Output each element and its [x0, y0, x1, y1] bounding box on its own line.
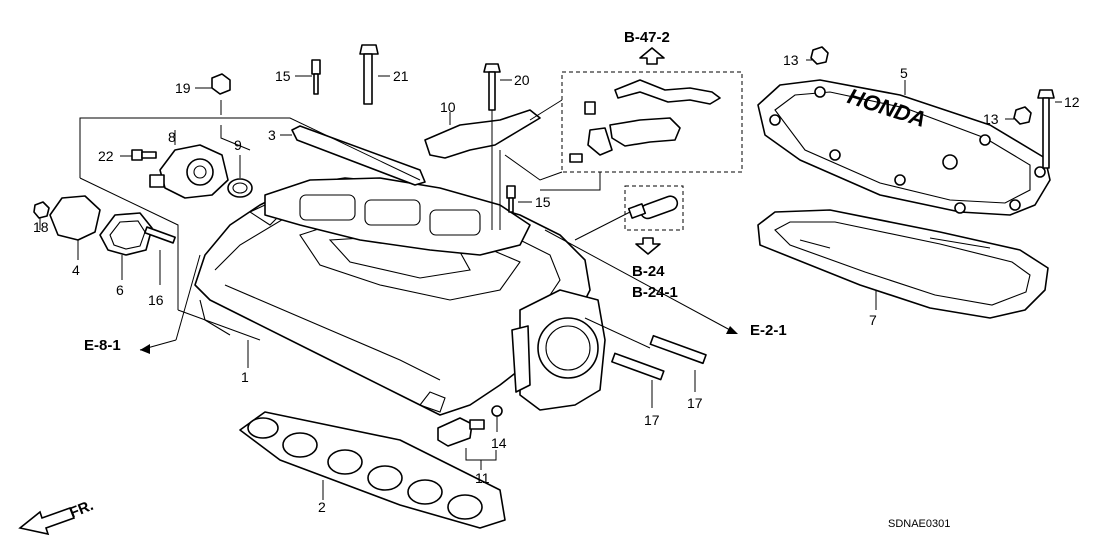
down-arrow-b-24 — [635, 237, 661, 255]
nut-13-upper — [810, 46, 829, 65]
label-part-16: 16 — [148, 292, 164, 308]
label-part-13-upper: 13 — [783, 52, 799, 68]
label-part-4: 4 — [72, 262, 80, 278]
bolt-21 — [359, 44, 379, 105]
manifold-stay — [291, 125, 426, 186]
detail-box-b-24 — [624, 185, 684, 231]
up-arrow-b-47-2 — [639, 47, 665, 65]
diagram-code: SDNAE0301 — [888, 518, 950, 530]
stud-17-b — [649, 334, 707, 365]
label-part-1: 1 — [241, 369, 249, 385]
port-cover — [49, 195, 101, 241]
label-part-2: 2 — [318, 499, 326, 515]
label-part-7: 7 — [869, 312, 877, 328]
ref-b-24-1: B-24-1 — [632, 284, 678, 301]
label-part-8: 8 — [168, 129, 176, 145]
bolt-18 — [33, 201, 50, 219]
o-ring-14 — [491, 405, 503, 417]
throttle-body — [511, 289, 606, 411]
ref-b-47-2: B-47-2 — [624, 29, 670, 46]
label-part-6: 6 — [116, 282, 124, 298]
intake-actuator — [149, 144, 229, 199]
map-sensor — [437, 417, 485, 447]
connector-fitting — [627, 195, 679, 220]
label-part-18: 18 — [33, 219, 49, 235]
o-ring-9 — [227, 178, 253, 198]
label-part-15-lower: 15 — [535, 194, 551, 210]
stud-17-a — [611, 352, 665, 381]
label-part-13-lower: 13 — [983, 111, 999, 127]
label-part-5: 5 — [900, 65, 908, 81]
label-part-19: 19 — [175, 80, 191, 96]
nut-19 — [211, 73, 231, 95]
stud-16 — [144, 226, 176, 244]
upper-runner-flange — [264, 177, 531, 256]
bolt-12 — [1037, 89, 1055, 169]
harness-bracket — [424, 109, 541, 159]
label-part-22: 22 — [98, 148, 114, 164]
bolt-15-upper — [311, 59, 321, 95]
label-part-20: 20 — [514, 72, 530, 88]
ref-e-2-1: E-2-1 — [750, 322, 787, 339]
label-part-11: 11 — [475, 470, 490, 486]
label-part-10: 10 — [440, 99, 456, 115]
label-part-17-a: 17 — [644, 412, 660, 428]
label-part-17-b: 17 — [687, 395, 703, 411]
label-part-9: 9 — [234, 137, 242, 153]
label-part-15-upper: 15 — [275, 68, 291, 84]
bolt-22 — [131, 149, 157, 161]
ref-e-8-1: E-8-1 — [84, 337, 121, 354]
bolt-20 — [483, 63, 501, 111]
label-part-3: 3 — [268, 127, 276, 143]
bolt-15-lower — [506, 185, 516, 213]
ref-b-24: B-24 — [632, 263, 665, 280]
vacuum-valve-assembly — [569, 79, 721, 163]
cover-gasket-7 — [757, 209, 1049, 319]
nut-13-lower — [1013, 106, 1032, 125]
front-arrow: FR. — [18, 497, 96, 536]
engine-cover: HONDA — [757, 79, 1051, 216]
label-part-12: 12 — [1064, 94, 1080, 110]
front-label: FR. — [67, 497, 96, 522]
label-part-21: 21 — [393, 68, 409, 84]
label-part-14: 14 — [491, 435, 507, 451]
intake-port-gasket — [239, 411, 506, 529]
